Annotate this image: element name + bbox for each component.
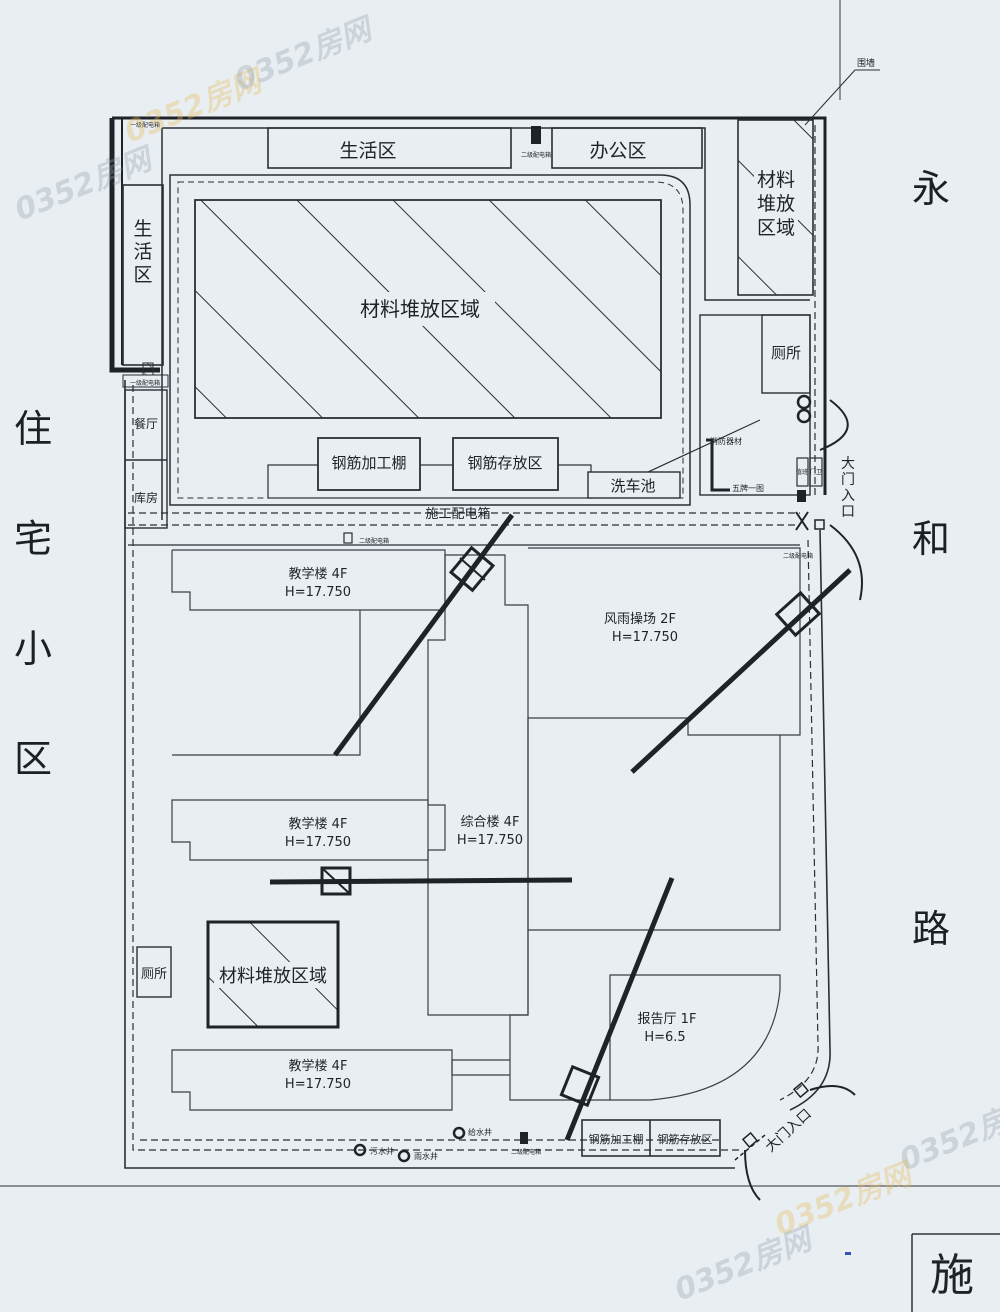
distribution-box-mid-label: 二级配电箱 — [359, 537, 389, 545]
fire-equipment-label: 消防器材 — [710, 436, 742, 446]
teaching-building-3-label: 教学楼 4F — [289, 1058, 348, 1074]
toilet-right — [761, 314, 811, 394]
guard-room-2 — [809, 457, 823, 487]
gate-right-label: 大门入口 — [841, 456, 855, 520]
material-storage-small-label: 材料堆放区域 — [219, 966, 327, 987]
rebar-store-top — [452, 437, 559, 491]
guard-room-1-label: 值班 — [796, 468, 808, 476]
toilet-left — [136, 946, 172, 998]
toilet-left-label: 厕所 — [141, 967, 167, 982]
rebar-shed-bottom-label: 钢筋加工棚 — [589, 1132, 644, 1146]
distribution-box-top — [531, 126, 541, 144]
rebar-shed-top — [317, 437, 421, 491]
tower-crane-4 — [559, 877, 675, 1141]
guard-room-1 — [796, 457, 809, 487]
rebar-store-bottom-label: 钢筋存放区 — [658, 1132, 713, 1146]
teaching-building-2 — [171, 799, 429, 861]
teaching-building-1 — [172, 549, 446, 756]
well-rain — [397, 1149, 411, 1163]
teaching-building-3 — [171, 1049, 453, 1111]
residential-char: 住 — [13, 407, 52, 451]
office-area-label: 办公区 — [589, 140, 646, 162]
tower-crane-1 — [332, 513, 515, 757]
teaching-building-1-height: H=17.750 — [285, 585, 351, 600]
residential-char: 宅 — [13, 517, 52, 561]
distribution-box-right-label: 二级配电箱 — [783, 552, 813, 560]
teaching-building-2-label: 教学楼 4F — [289, 816, 348, 832]
toilet-right-label: 厕所 — [771, 344, 801, 362]
canteen-label: 餐厅 — [134, 416, 158, 431]
road-char: 路 — [911, 907, 950, 951]
auditorium-label: 报告厅 1F — [638, 1012, 697, 1027]
teaching-building-2-height: H=17.750 — [285, 835, 351, 850]
distribution-box-bottom-label: 二级配电箱 — [511, 1148, 541, 1156]
living-area-top — [267, 127, 512, 169]
drawing-title-partial: 施 — [930, 1250, 974, 1301]
complex-building — [427, 554, 529, 1016]
car-wash — [587, 471, 681, 499]
teaching-building-3-height: H=17.750 — [285, 1077, 351, 1092]
well-sewage-label: 污水井 — [370, 1146, 394, 1156]
well-sewage — [353, 1143, 367, 1157]
distribution-box-top-label: 二级配电箱 — [521, 151, 551, 159]
well-rain-label: 雨水井 — [414, 1151, 438, 1161]
road-char: 和 — [911, 517, 950, 561]
living-area-left-label: 生活区 — [133, 218, 152, 286]
warehouse-label: 库房 — [134, 490, 158, 505]
well-supply — [452, 1126, 466, 1140]
fence-label: 围墙 — [857, 57, 875, 69]
residential-char: 小 — [13, 627, 52, 671]
material-storage-main-label: 材料堆放区域 — [360, 297, 480, 321]
living-area-top-label: 生活区 — [339, 140, 396, 162]
rebar-shed-top-label: 钢筋加工棚 — [331, 454, 406, 472]
rebar-bottom-block — [581, 1119, 721, 1157]
tower-crane-2 — [630, 568, 852, 774]
rebar-store-top-label: 钢筋存放区 — [467, 454, 542, 472]
well-supply-label: 给水井 — [468, 1127, 492, 1137]
distribution-box-l1-label: 一级配电箱 — [130, 121, 160, 129]
car-wash-label: 洗车池 — [610, 477, 655, 495]
gate-bottom-label: 大门入口 — [763, 1106, 815, 1155]
canteen-block — [124, 389, 168, 529]
distribution-box-l1-left-label: 一级配电箱 — [130, 379, 160, 387]
teaching-building-1-label: 教学楼 4F — [289, 566, 348, 582]
complex-building-height: H=17.750 — [457, 833, 523, 848]
auditorium — [609, 974, 781, 1101]
rain-field-label: 风雨操场 2F — [604, 611, 676, 627]
rain-field-height: H=17.750 — [612, 630, 678, 645]
material-storage-right-label: 材料堆放区域 — [757, 169, 795, 239]
office-area — [551, 127, 703, 169]
guard-room-2-label: 门卫 — [810, 468, 822, 476]
rain-field — [528, 547, 801, 736]
road-char: 永 — [911, 167, 950, 211]
five-one-label: 五牌一图 — [732, 483, 764, 493]
tower-crane-3 — [269, 866, 573, 896]
construction-box-label: 施工配电箱 — [425, 506, 490, 522]
complex-building-label: 综合楼 4F — [461, 815, 520, 830]
residential-char: 区 — [13, 737, 52, 781]
auditorium-height: H=6.5 — [644, 1030, 685, 1045]
